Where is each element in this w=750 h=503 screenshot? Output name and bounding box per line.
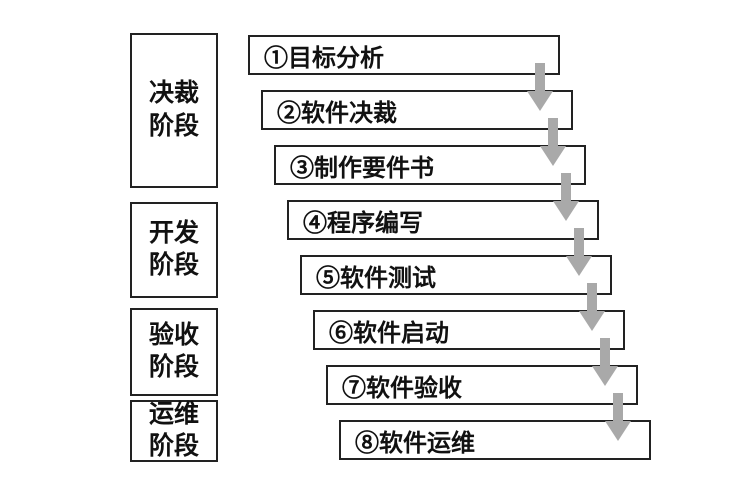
- down-arrow-icon: [592, 338, 618, 386]
- down-arrow-icon: [579, 283, 605, 331]
- down-arrow-icon: [566, 228, 592, 276]
- step-box-requirements-doc: ③制作要件书: [274, 145, 586, 185]
- phase-box-operations: 运维 阶段: [130, 400, 218, 462]
- down-arrow-icon: [527, 63, 553, 111]
- down-arrow-icon: [553, 173, 579, 221]
- step-box-programming: ④程序编写: [287, 200, 599, 240]
- step-box-software-operations: ⑧软件运维: [339, 420, 651, 460]
- step-box-software-decision: ②软件决裁: [261, 90, 573, 130]
- phase-box-acceptance: 验收 阶段: [130, 308, 218, 396]
- down-arrow-icon: [605, 393, 631, 441]
- step-box-software-testing: ⑤软件测试: [300, 255, 612, 295]
- phase-box-development: 开发 阶段: [130, 202, 218, 298]
- phase-box-decision: 决裁 阶段: [130, 33, 218, 188]
- step-box-software-launch: ⑥软件启动: [313, 310, 625, 350]
- step-box-goal-analysis: ①目标分析: [248, 35, 560, 75]
- step-box-software-acceptance: ⑦软件验收: [326, 365, 638, 405]
- down-arrow-icon: [540, 118, 566, 166]
